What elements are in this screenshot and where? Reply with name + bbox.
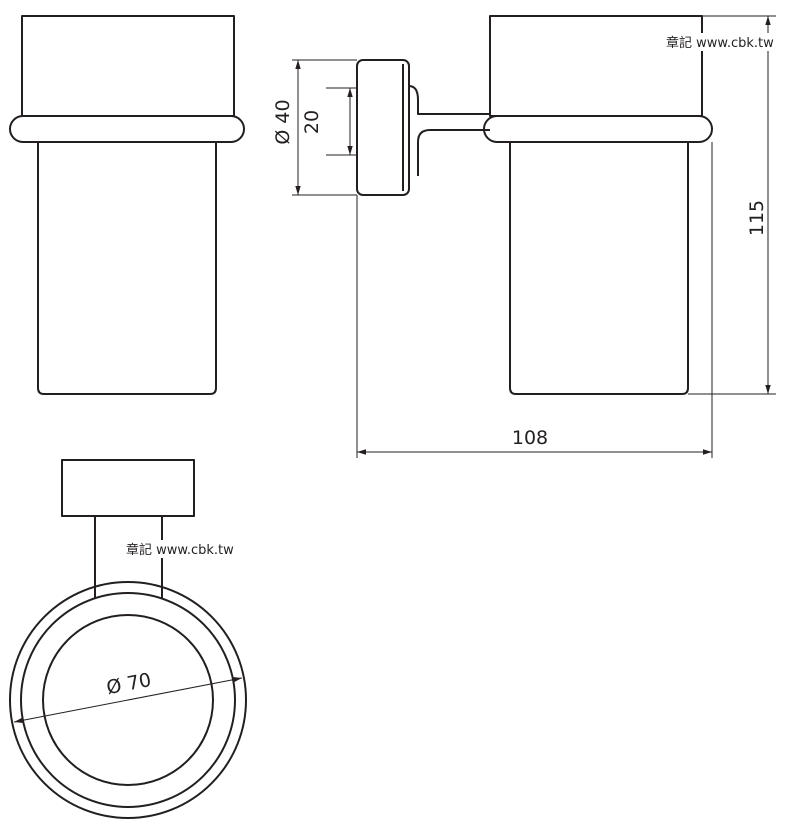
watermark-bottom: 章記 www.cbk.tw: [126, 542, 234, 558]
dimension-lines: [13, 15, 776, 723]
dim-height-label: 115: [746, 200, 768, 236]
dim-base-inner-label: 20: [301, 110, 323, 134]
top-outer-ring: [9, 581, 247, 819]
side-cap: [489, 15, 703, 117]
wall-base: [356, 59, 410, 196]
watermark-bg-bottom: [124, 540, 258, 558]
side-cup: [509, 142, 689, 395]
front-cap: [21, 15, 235, 117]
arm-bottom: [417, 129, 490, 176]
watermark-top: 章記 www.cbk.tw: [666, 35, 774, 51]
dim-diameter-base-label: Ø 40: [272, 99, 294, 144]
top-wall-base: [61, 459, 195, 517]
arm-top: [408, 85, 490, 115]
front-view: [9, 15, 245, 395]
dim-diameter-cup-line: [13, 677, 243, 723]
side-ring: [483, 115, 713, 143]
front-ring: [9, 115, 245, 143]
watermark-bg-top: [664, 33, 798, 51]
side-view: [356, 15, 713, 395]
top-view: [9, 459, 247, 819]
dim-diameter-cup-label: Ø 70: [105, 669, 154, 699]
dim-width-label: 108: [512, 427, 548, 449]
front-cup: [37, 142, 217, 395]
